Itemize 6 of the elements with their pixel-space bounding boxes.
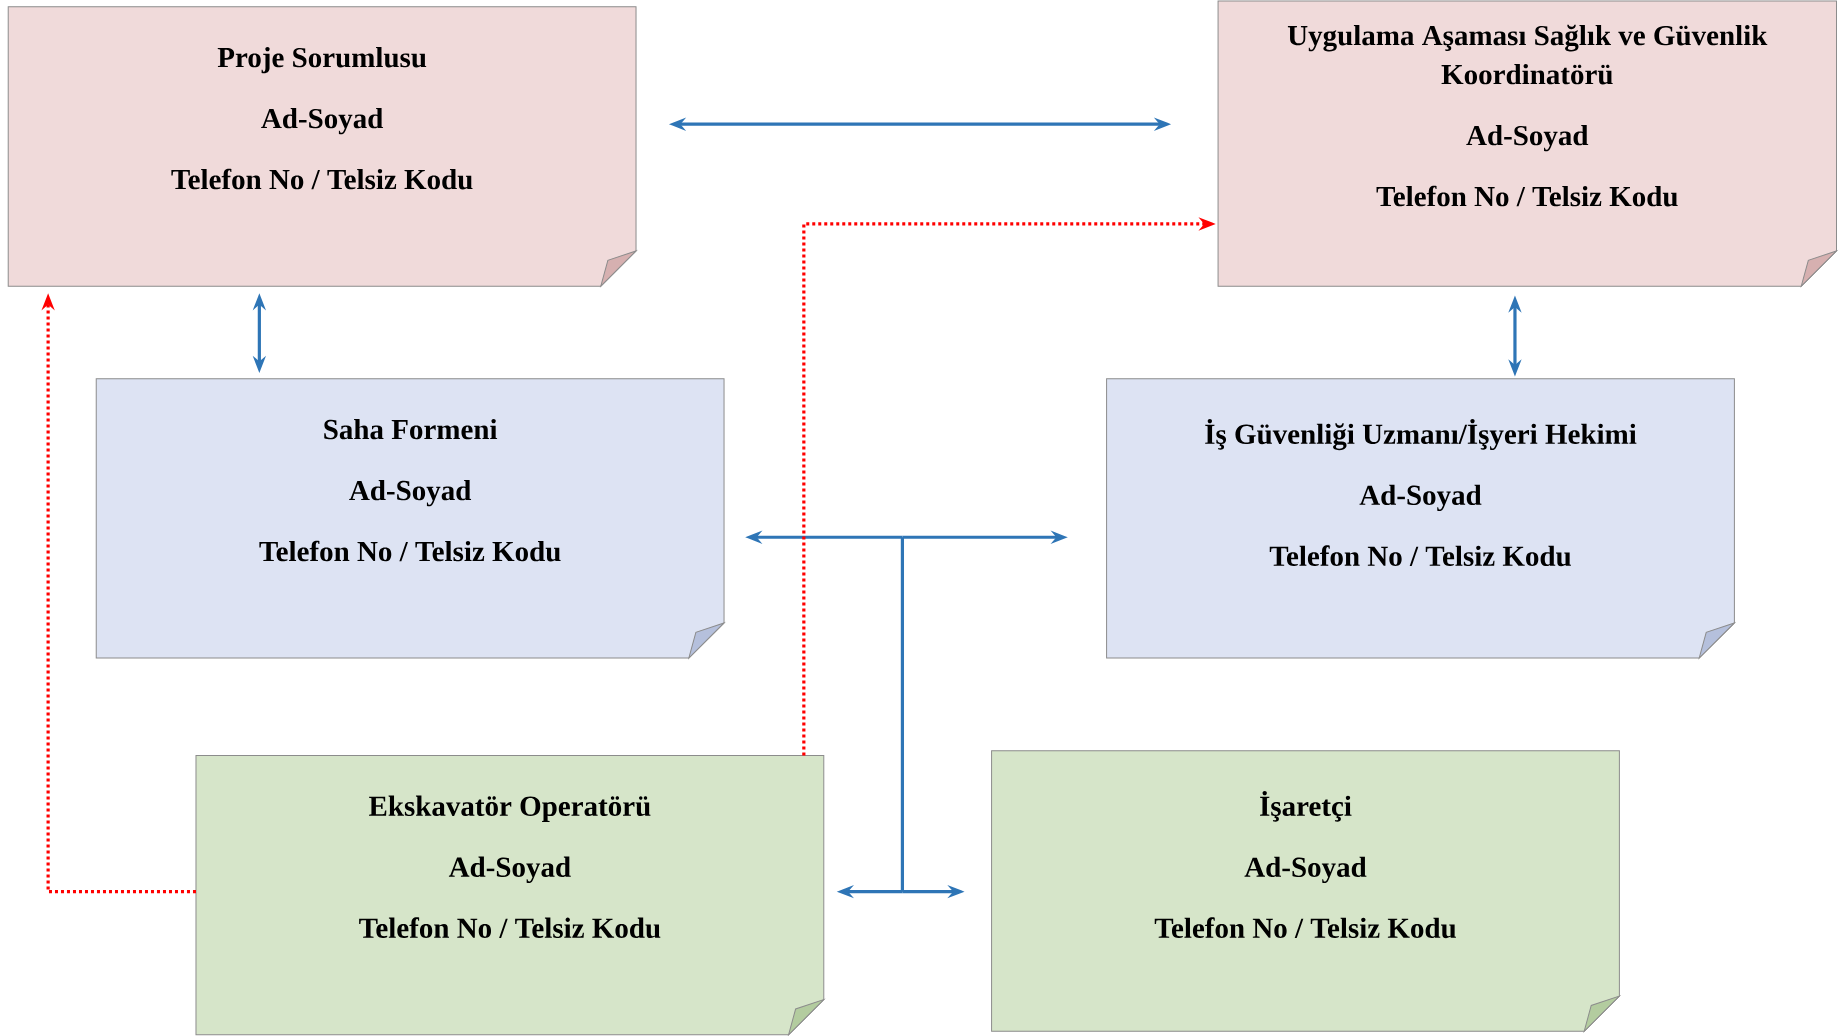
note-card: Ekskavatör Operatörü Ad-Soyad Telefon No / Telsiz Kodu — [195, 755, 825, 1036]
note-card: Proje Sorumlusu Ad-Soyad Telefon No / Telsiz Kodu — [7, 6, 637, 287]
note-card: Uygulama Aşaması Sağlık ve Güvenlik Koordinatörü Ad-Soyad Telefon No / Telsiz Kodu — [1217, 0, 1837, 287]
note-card: İşaretçi Ad-Soyad Telefon No / Telsiz Kodu — [991, 750, 1620, 1032]
note-card: İş Güvenliği Uzmanı/İşyeri Hekimi Ad-Soyad Telefon No / Telsiz Kodu — [1106, 378, 1735, 659]
note-card: Saha Formeni Ad-Soyad Telefon No / Telsiz Kodu — [95, 378, 725, 659]
